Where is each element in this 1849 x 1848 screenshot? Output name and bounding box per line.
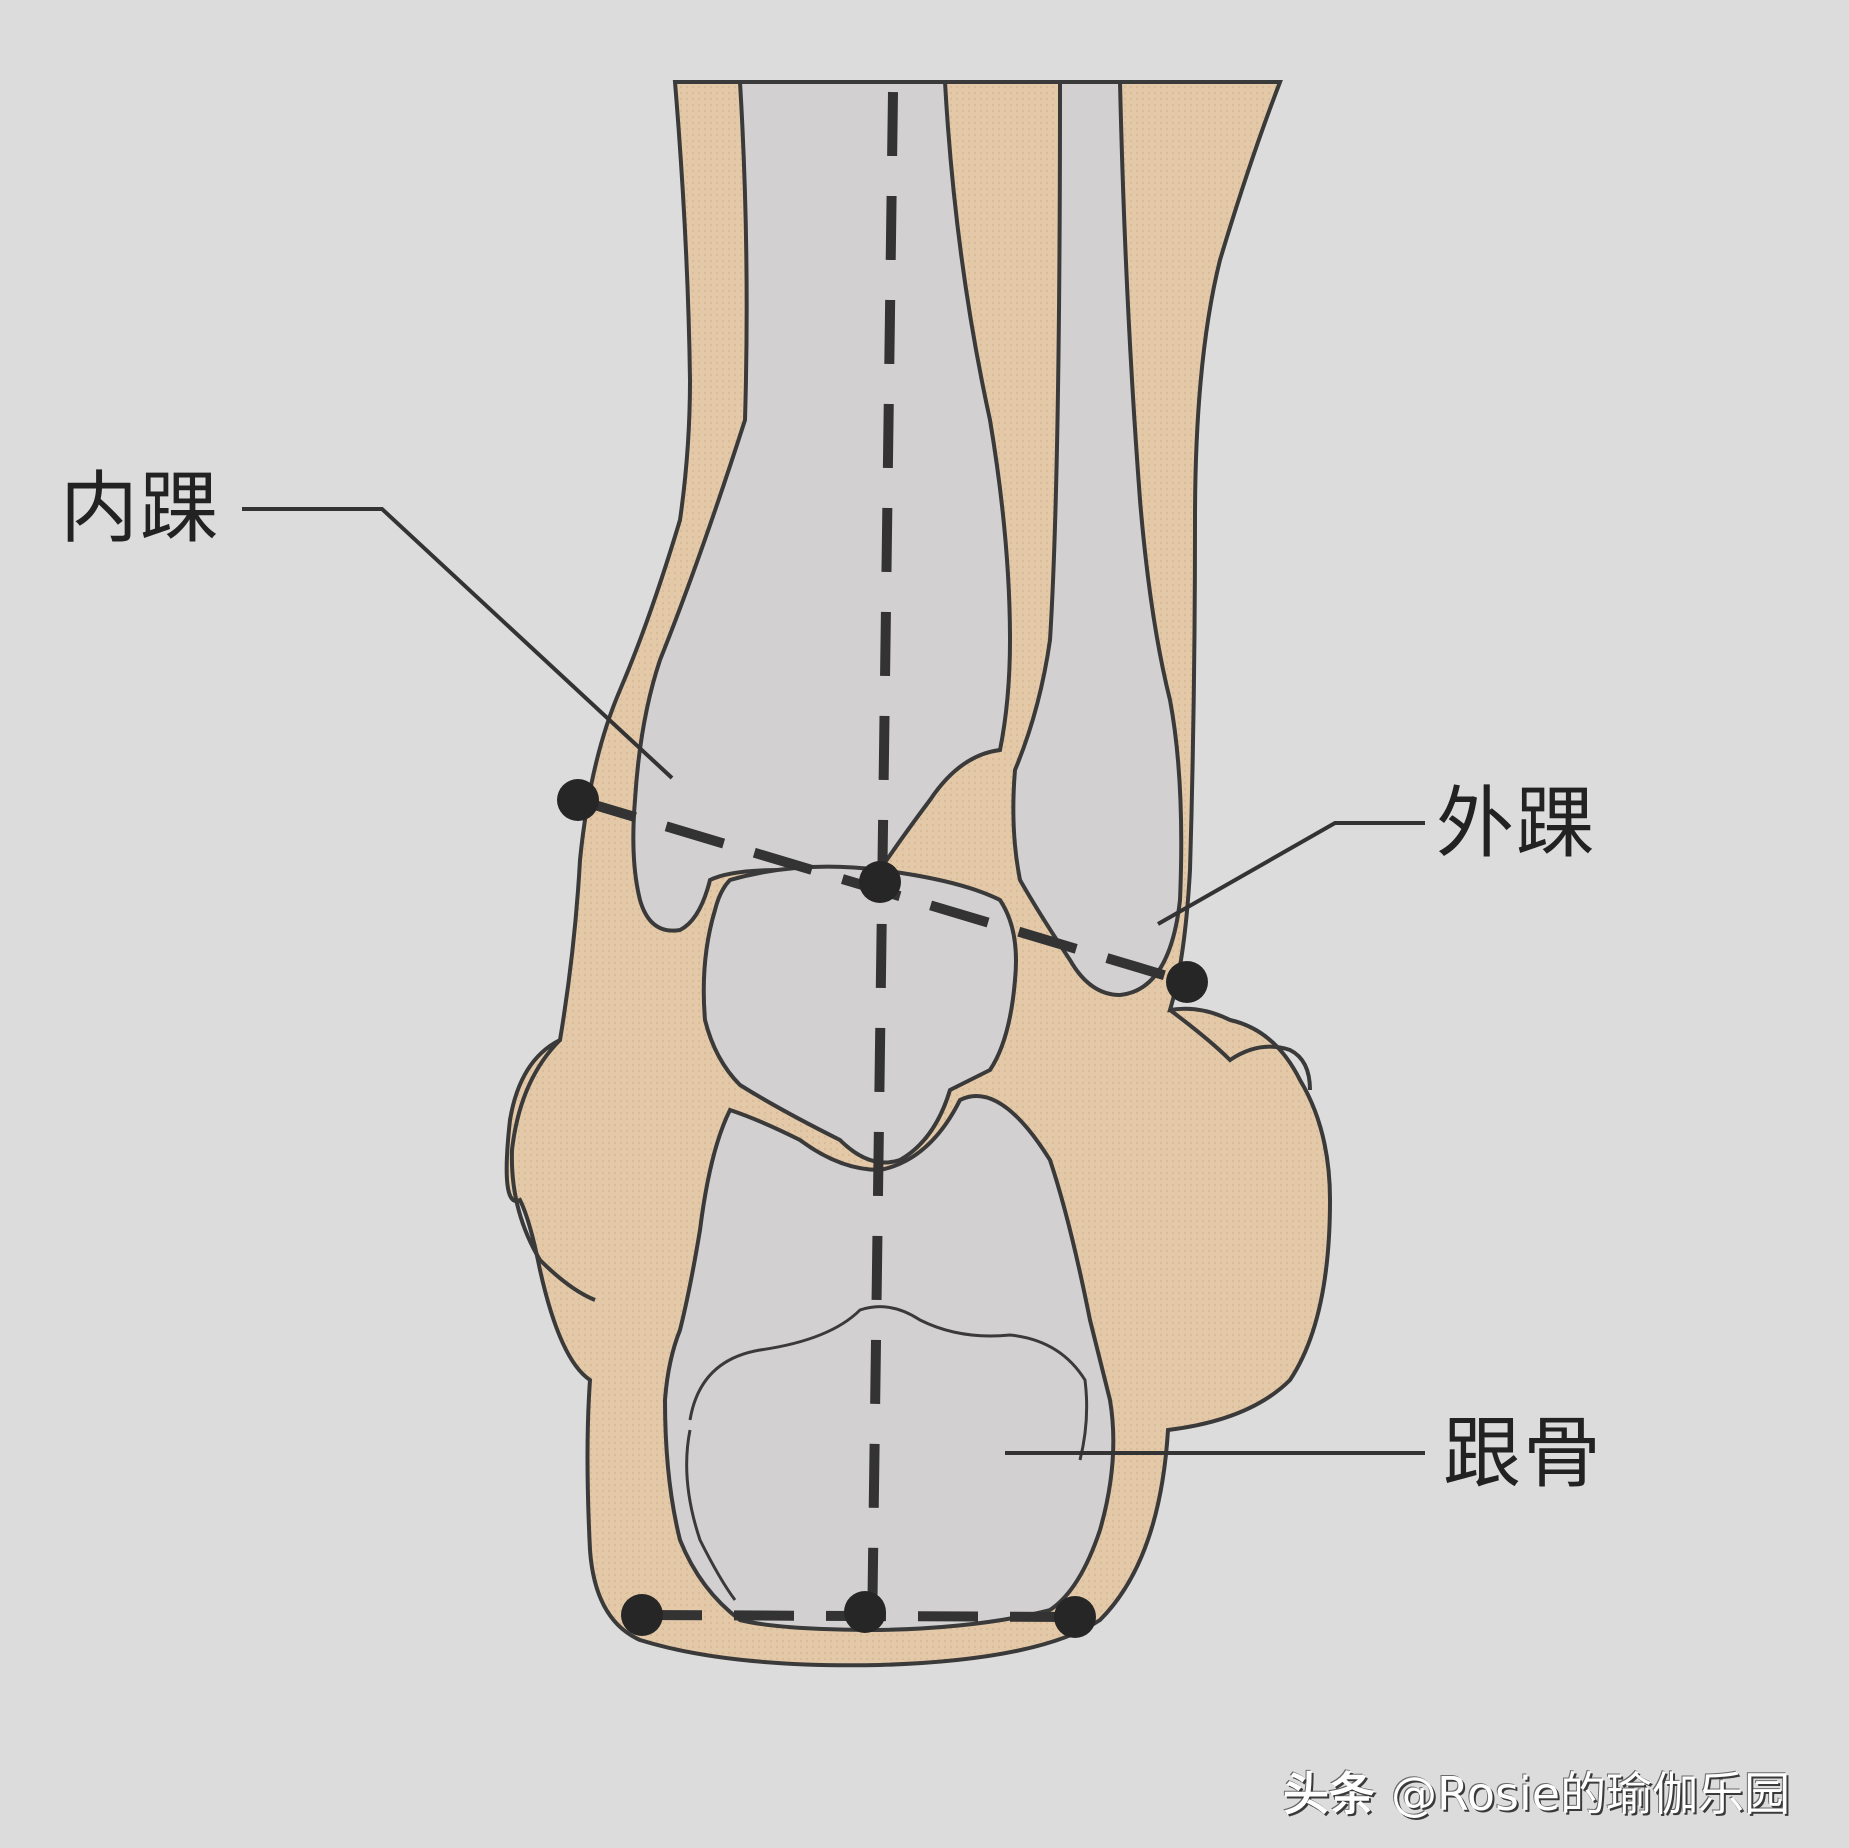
heel-bulge — [1168, 1008, 1312, 1091]
calcaneus-contour-2 — [685, 1429, 737, 1601]
lateral-malleolus-marker — [1166, 961, 1208, 1003]
watermark-platform: 头条 — [1283, 1767, 1375, 1821]
medial-malleolus-label: 内踝 — [60, 464, 221, 554]
tibia — [631, 80, 1013, 933]
lateral-malleolus-label: 外踝 — [1436, 779, 1597, 869]
calcaneus-contour — [688, 1305, 1089, 1461]
medial-bulge — [509, 1038, 596, 1302]
medial-malleolus-marker — [557, 779, 599, 821]
ankle-center-marker — [859, 861, 901, 903]
watermark-handle: @Rosie的瑜伽乐园 — [1391, 1767, 1791, 1821]
lateral-malleolus-leader — [1157, 821, 1425, 926]
heel-lateral-marker — [1054, 1596, 1096, 1638]
fibula — [1011, 80, 1184, 998]
heel-center-marker — [844, 1591, 886, 1633]
calcaneus-label: 跟骨 — [1443, 1409, 1604, 1499]
watermark: 头条 @Rosie的瑜伽乐园 — [1283, 1758, 1790, 1824]
heel-medial-marker — [621, 1594, 663, 1636]
talus — [701, 864, 1018, 1165]
calcaneus — [662, 1094, 1116, 1633]
medial-malleolus-leader — [242, 507, 674, 780]
